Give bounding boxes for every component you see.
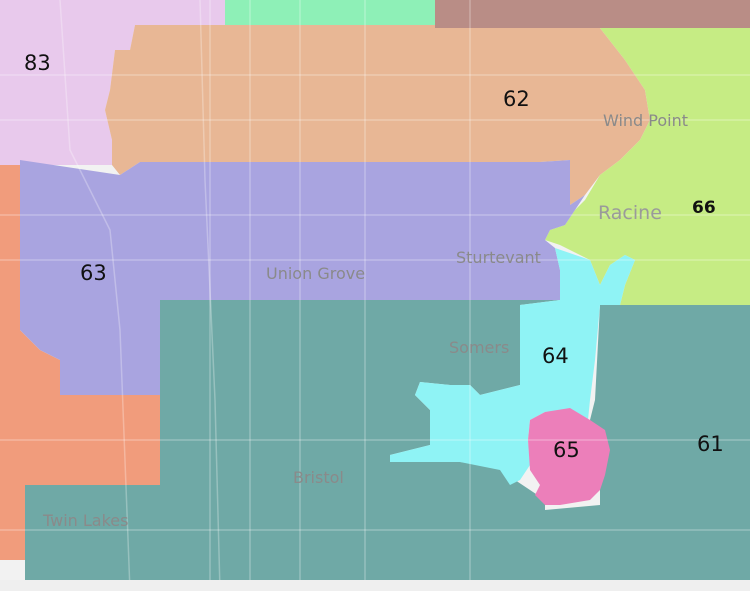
district-label-66: 66 <box>692 198 716 218</box>
place-union-grove: Union Grove <box>266 264 365 283</box>
district-label-62: 62 <box>503 87 530 111</box>
district-label-83: 83 <box>24 51 51 75</box>
district-label-65: 65 <box>553 438 580 462</box>
district-orange-west[interactable] <box>0 160 160 560</box>
place-wind-point: Wind Point <box>603 111 688 130</box>
map-footer-strip <box>0 580 750 591</box>
place-somers: Somers <box>449 338 509 357</box>
district-label-63: 63 <box>80 261 107 285</box>
district-64[interactable] <box>390 248 635 485</box>
district-65[interactable] <box>528 408 610 505</box>
place-sturtevant: Sturtevant <box>456 248 541 267</box>
district-62[interactable] <box>105 25 650 205</box>
district-green-top[interactable] <box>225 0 435 25</box>
place-twin-lakes: Twin Lakes <box>42 511 128 530</box>
district-label-61: 61 <box>697 432 724 456</box>
district-63[interactable] <box>20 160 585 395</box>
district-66[interactable] <box>545 28 750 305</box>
place-bristol: Bristol <box>293 468 344 487</box>
place-racine: Racine <box>598 202 662 224</box>
district-61[interactable] <box>25 300 750 580</box>
district-brown-top[interactable] <box>435 0 750 28</box>
district-label-64: 64 <box>542 344 569 368</box>
district-83[interactable] <box>0 0 225 165</box>
